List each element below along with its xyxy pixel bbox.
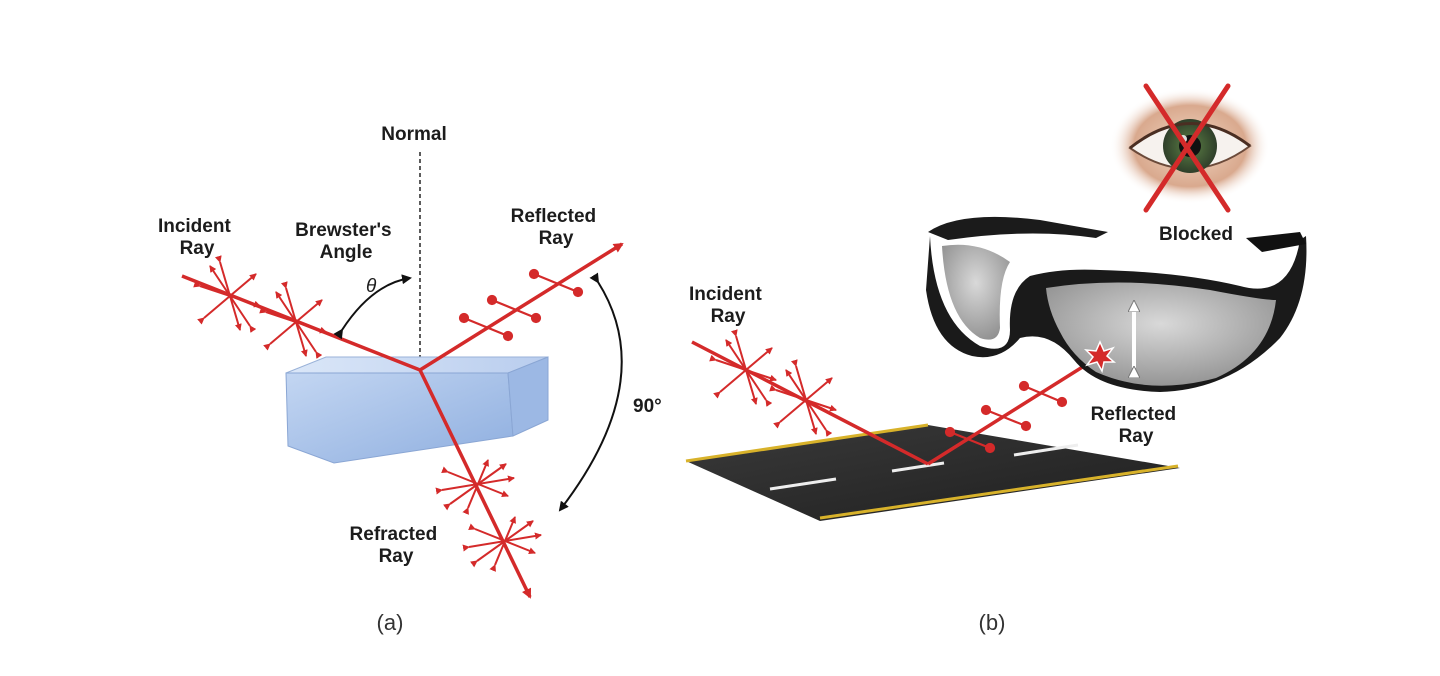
- panel-b: Incident Ray Reflected Ray Blocked (b): [685, 83, 1307, 635]
- glass-block: [285, 356, 549, 464]
- cross-icon: [1143, 83, 1231, 213]
- blocked-label: Blocked: [1159, 224, 1233, 245]
- unpolarized-symbol: [462, 516, 542, 572]
- unpolarized-symbol: [435, 459, 515, 515]
- road: [685, 423, 1180, 521]
- caption-a: (a): [377, 610, 404, 635]
- reflected-label: Reflected Ray: [1091, 404, 1182, 447]
- panel-a: Normal: [158, 124, 662, 635]
- unpolarized-symbol: [769, 359, 837, 437]
- unpolarized-symbol: [709, 329, 777, 407]
- incident-label: Incident Ray: [689, 284, 767, 327]
- brewster-label: Brewster's Angle: [295, 220, 397, 263]
- reflected-ray: [419, 242, 624, 372]
- brewster-angle-arc: [333, 274, 412, 340]
- reflected-ray: [927, 354, 1101, 466]
- caption-b: (b): [979, 610, 1006, 635]
- unpolarized-symbol: [259, 281, 327, 359]
- impact-burst: [1083, 340, 1117, 374]
- incident-label: Incident Ray: [158, 216, 236, 259]
- polarized-symbol: [944, 380, 1068, 454]
- sunglasses-icon: [926, 216, 1307, 392]
- reflected-label: Reflected Ray: [511, 206, 602, 249]
- theta-label: θ: [366, 276, 377, 297]
- normal-label: Normal: [381, 124, 446, 145]
- refracted-label: Refracted Ray: [350, 524, 443, 567]
- right-angle-arc: [558, 272, 623, 512]
- right-angle-label: 90°: [633, 396, 662, 417]
- unpolarized-symbol: [193, 255, 261, 333]
